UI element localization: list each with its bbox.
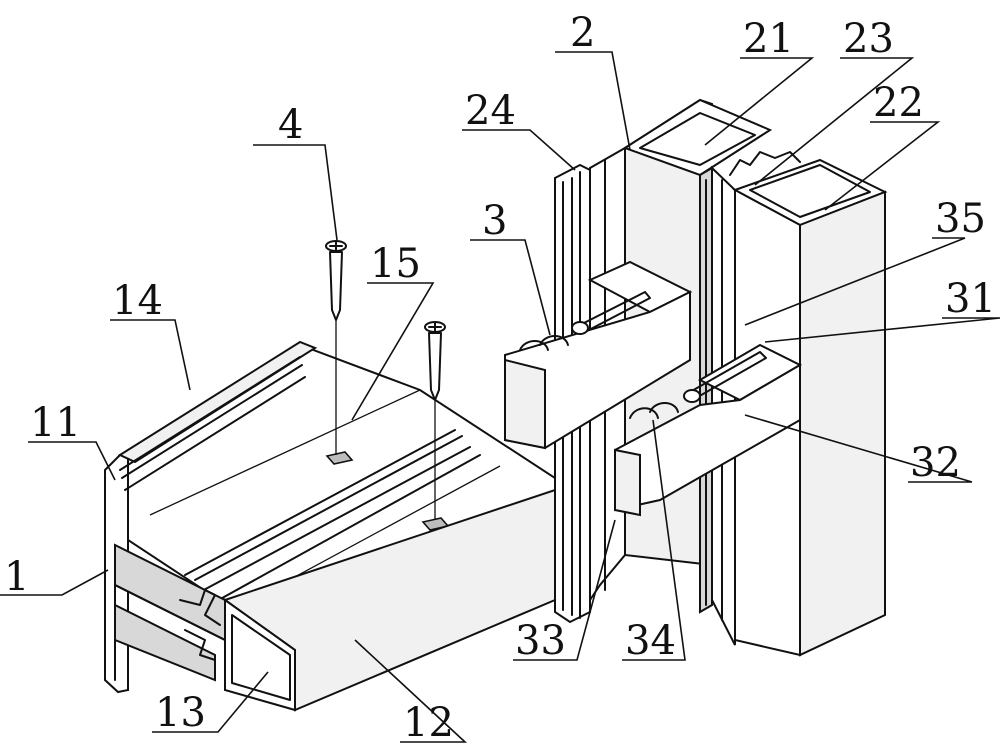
label-23: 23 <box>843 16 894 62</box>
label-13: 13 <box>155 690 206 736</box>
label-31: 31 <box>945 276 996 322</box>
label-1: 1 <box>4 554 29 600</box>
label-33: 33 <box>515 618 566 664</box>
label-34: 34 <box>625 618 676 664</box>
label-21: 21 <box>743 16 794 62</box>
screws <box>325 240 767 520</box>
leader-lines <box>0 51 1000 743</box>
label-22: 22 <box>873 80 924 126</box>
label-2: 2 <box>570 10 595 56</box>
label-15: 15 <box>370 241 421 287</box>
label-32: 32 <box>910 440 961 486</box>
label-14: 14 <box>112 278 163 324</box>
label-35: 35 <box>935 196 986 242</box>
reference-numerals: 1 11 14 13 12 4 15 24 2 3 21 23 22 35 31… <box>4 10 996 746</box>
label-12: 12 <box>403 700 454 746</box>
connector-bracket <box>504 260 803 517</box>
label-11: 11 <box>30 400 81 446</box>
horizontal-profile <box>104 340 556 712</box>
label-4: 4 <box>278 102 303 148</box>
label-3: 3 <box>482 198 507 244</box>
label-24: 24 <box>465 88 516 134</box>
vertical-mullion <box>554 98 888 657</box>
